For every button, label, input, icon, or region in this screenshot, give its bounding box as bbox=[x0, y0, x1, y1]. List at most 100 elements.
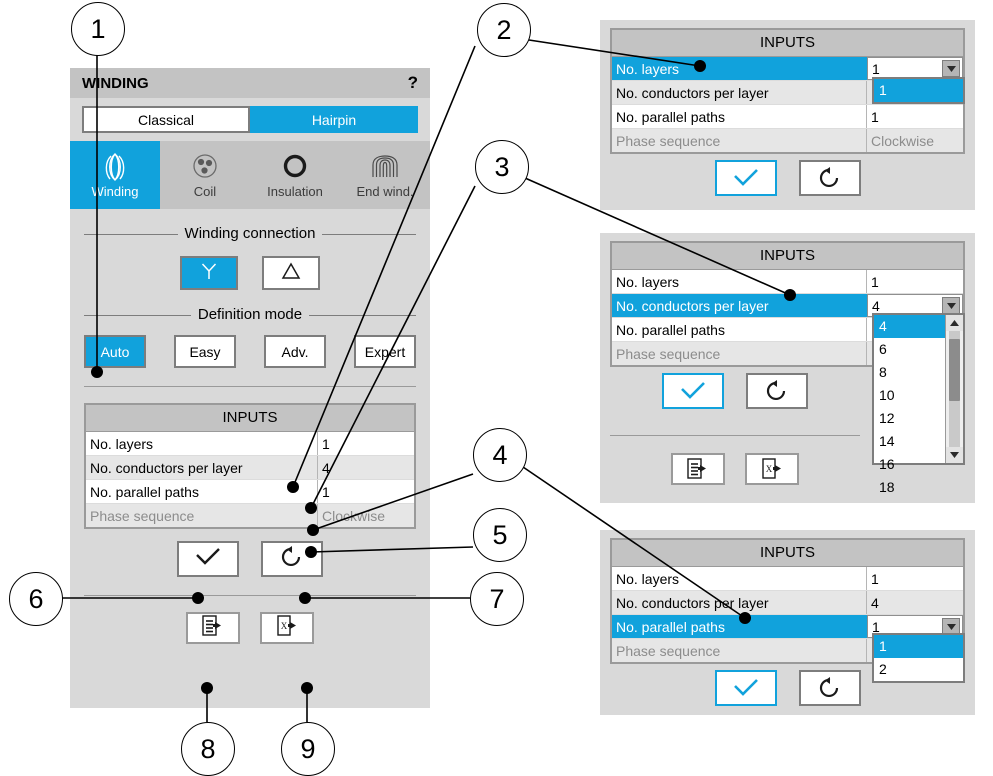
mode-expert-button[interactable]: Expert bbox=[354, 335, 416, 368]
reset-button[interactable] bbox=[798, 670, 861, 706]
divider-lower bbox=[84, 595, 416, 596]
winding-connection-buttons bbox=[70, 256, 430, 290]
export-report-button[interactable] bbox=[186, 612, 240, 644]
tab-classical-label: Classical bbox=[137, 111, 194, 128]
tab-coil[interactable]: Coil bbox=[160, 141, 250, 209]
winding-window: WINDING ? Classical Hairpin bbox=[70, 68, 430, 708]
tab-winding-label: Winding bbox=[91, 184, 139, 199]
mode-expert-label: Expert bbox=[364, 343, 406, 360]
row-value[interactable]: 4 bbox=[322, 459, 330, 476]
insulation-icon bbox=[280, 151, 310, 183]
panel-actions bbox=[600, 670, 975, 706]
callout-8: 8 bbox=[181, 722, 235, 776]
combo-value: 1 bbox=[872, 60, 880, 77]
mode-auto-button[interactable]: Auto bbox=[84, 335, 146, 368]
row-value: 4 bbox=[871, 594, 879, 611]
confirm-button[interactable] bbox=[714, 160, 777, 196]
reset-button[interactable] bbox=[746, 373, 808, 409]
dropdown-option[interactable]: 10 bbox=[879, 387, 895, 403]
row-key: Phase sequence bbox=[612, 342, 867, 365]
row-key: No. conductors per layer bbox=[612, 294, 867, 317]
table-row[interactable]: No. conductors per layer 4 bbox=[86, 456, 414, 480]
dropdown-option[interactable]: 12 bbox=[879, 410, 895, 426]
winding-type-tabs: Classical Hairpin bbox=[70, 98, 430, 133]
dropdown-option[interactable]: 1 bbox=[874, 635, 963, 658]
export-report-button[interactable] bbox=[671, 453, 725, 485]
tab-insulation[interactable]: Insulation bbox=[250, 141, 340, 209]
confirm-button[interactable] bbox=[177, 541, 239, 577]
reset-icon bbox=[819, 167, 838, 187]
table-row[interactable]: No. layers 1 bbox=[612, 567, 963, 591]
reset-button[interactable] bbox=[261, 541, 323, 577]
dropdown-option[interactable]: 4 bbox=[874, 315, 949, 338]
help-icon[interactable]: ? bbox=[407, 73, 418, 92]
panel-actions bbox=[600, 373, 870, 409]
table-row[interactable]: No. layers 1 bbox=[612, 270, 963, 294]
callout-number: 6 bbox=[28, 583, 44, 614]
dropdown-option[interactable]: 1 bbox=[874, 79, 963, 102]
row-value: Clockwise bbox=[871, 132, 935, 149]
row-value: Clockwise bbox=[322, 507, 386, 524]
dropdown-option[interactable]: 8 bbox=[879, 364, 887, 380]
callout-4: 4 bbox=[473, 428, 527, 482]
table-row[interactable]: No. parallel paths bbox=[612, 318, 963, 342]
inputs-table-title: INPUTS bbox=[612, 30, 963, 57]
definition-mode-group: Definition mode bbox=[84, 306, 416, 323]
reset-icon bbox=[819, 677, 838, 697]
mode-easy-button[interactable]: Easy bbox=[174, 335, 236, 368]
dropdown-option[interactable]: 14 bbox=[879, 433, 895, 449]
end-winding-icon bbox=[369, 151, 401, 183]
mode-adv-button[interactable]: Adv. bbox=[264, 335, 326, 368]
callout-number: 9 bbox=[300, 733, 316, 764]
tab-classical[interactable]: Classical bbox=[82, 106, 250, 133]
definition-mode-buttons: Auto Easy Adv. Expert bbox=[84, 335, 416, 368]
row-value[interactable]: 1 bbox=[322, 435, 330, 452]
combo-value: 4 bbox=[872, 297, 880, 314]
wye-connection-button[interactable] bbox=[180, 256, 238, 290]
dropdown-option[interactable]: 6 bbox=[879, 341, 887, 357]
chevron-down-icon[interactable] bbox=[942, 297, 960, 314]
callout-6: 6 bbox=[9, 572, 63, 626]
chevron-down-icon[interactable] bbox=[942, 60, 960, 77]
table-row[interactable]: No. parallel paths 1 bbox=[86, 480, 414, 504]
dropdown-option[interactable]: 16 bbox=[879, 456, 895, 472]
table-row[interactable]: No. conductors per layer 4 bbox=[612, 591, 963, 615]
dropdown-scrollbar[interactable] bbox=[945, 315, 963, 463]
export-excel-button[interactable]: X bbox=[260, 612, 314, 644]
svg-text:X: X bbox=[766, 464, 773, 474]
check-icon bbox=[733, 679, 758, 696]
dropdown-list-paths[interactable]: 1 2 bbox=[872, 633, 965, 683]
tab-insulation-label: Insulation bbox=[267, 184, 323, 199]
scroll-down-icon[interactable] bbox=[946, 447, 963, 463]
dropdown-option[interactable]: 2 bbox=[879, 661, 887, 677]
confirm-button[interactable] bbox=[662, 373, 724, 409]
svg-text:X: X bbox=[281, 621, 288, 631]
export-excel-button[interactable]: X bbox=[745, 453, 799, 485]
scroll-up-icon[interactable] bbox=[946, 315, 963, 331]
inputs-actions bbox=[70, 541, 430, 577]
callout-number: 8 bbox=[200, 733, 216, 764]
export-excel-icon: X bbox=[762, 458, 781, 479]
callout-number: 7 bbox=[489, 583, 505, 614]
confirm-button[interactable] bbox=[714, 670, 777, 706]
reset-button[interactable] bbox=[798, 160, 861, 196]
tab-end-winding[interactable]: End wind. bbox=[340, 141, 430, 209]
callout-1: 1 bbox=[71, 2, 125, 56]
callout-number: 5 bbox=[492, 519, 508, 550]
page-title: WINDING bbox=[82, 74, 149, 92]
dropdown-list-layers[interactable]: 1 bbox=[872, 77, 965, 104]
row-key: No. parallel paths bbox=[612, 615, 867, 638]
winding-connection-group: Winding connection bbox=[84, 225, 416, 242]
table-row[interactable]: No. layers 1 bbox=[86, 432, 414, 456]
tab-hairpin[interactable]: Hairpin bbox=[250, 106, 418, 133]
dropdown-list-conductors[interactable]: 4 6 8 10 12 14 16 18 bbox=[872, 313, 965, 495]
chevron-down-icon[interactable] bbox=[942, 618, 960, 635]
tab-winding[interactable]: Winding bbox=[70, 141, 160, 209]
inputs-panel-conductors: INPUTS No. layers 1 No. conductors per l… bbox=[600, 233, 975, 503]
row-value[interactable]: 1 bbox=[322, 483, 330, 500]
coil-icon bbox=[190, 151, 220, 183]
delta-connection-button[interactable] bbox=[262, 256, 320, 290]
table-row[interactable]: No. parallel paths 1 bbox=[612, 105, 963, 129]
dropdown-option[interactable]: 18 bbox=[879, 479, 895, 495]
